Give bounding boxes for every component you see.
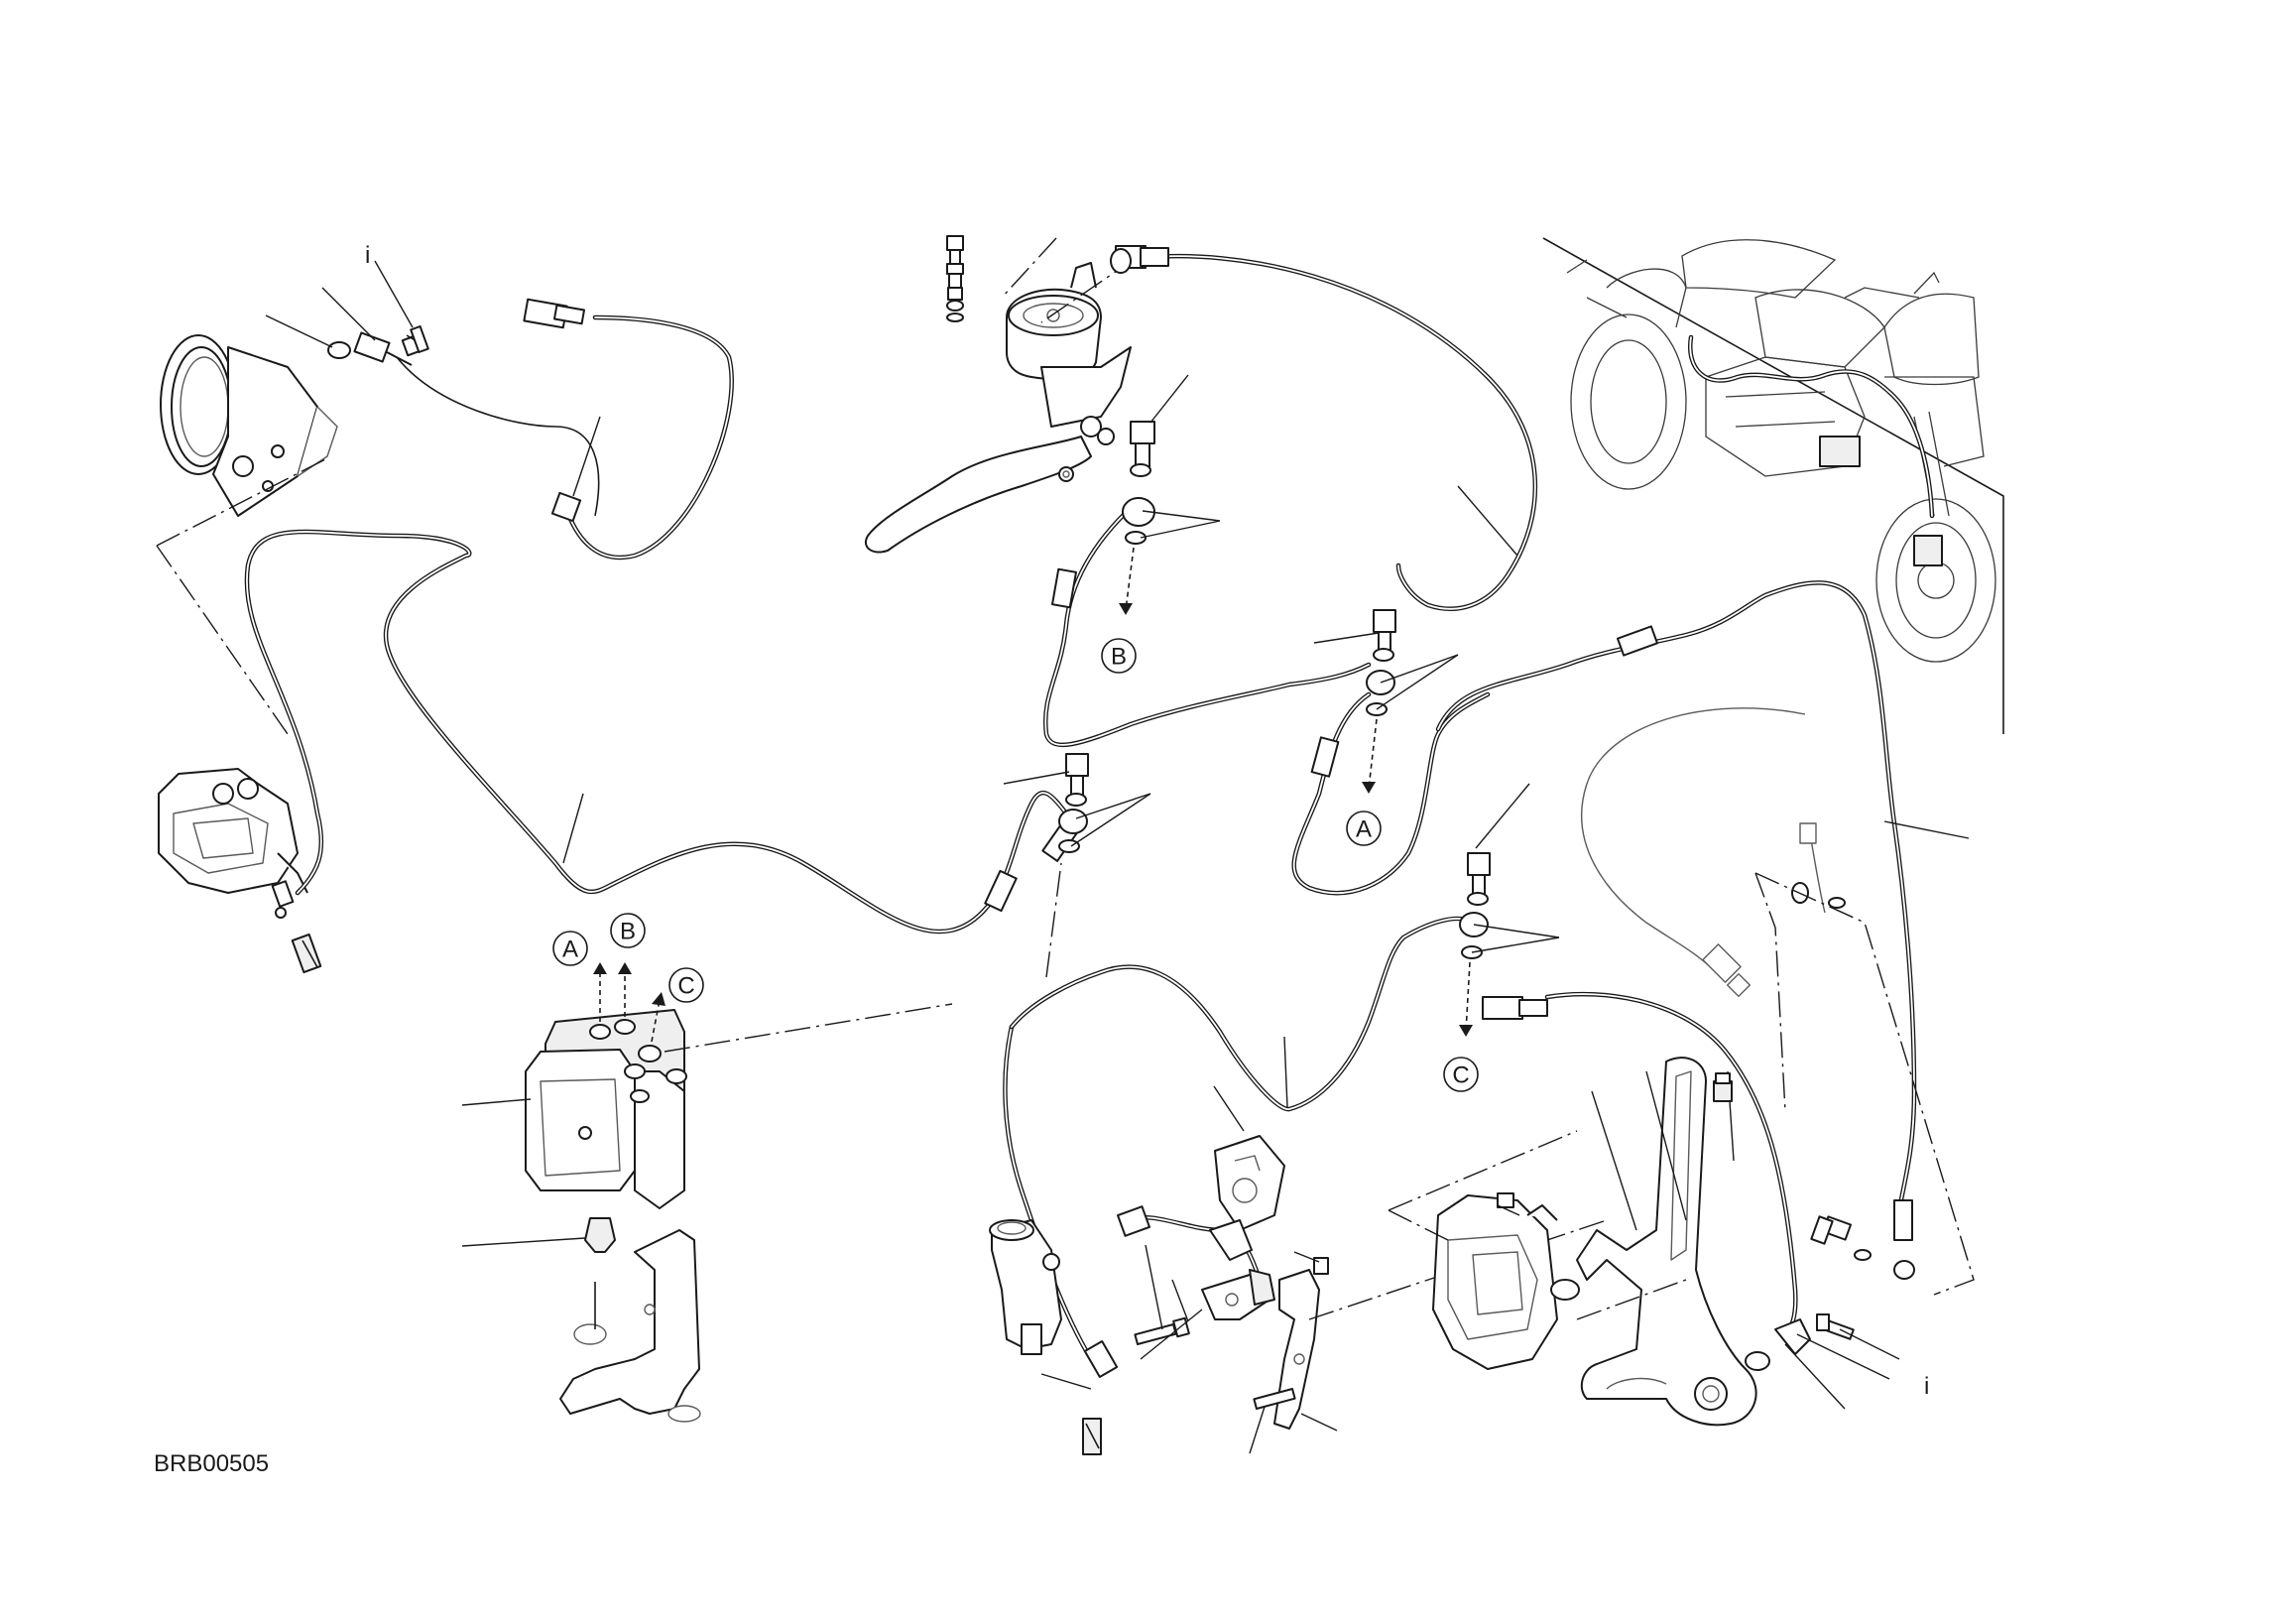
front-upper-brake-hose [1110,245,1538,611]
rear-brake-caliper [158,768,322,974]
motorcycle-reference-image [1542,237,2004,734]
rear-tone-ring-assembly [160,325,429,517]
rear-hose-bracket-assembly [1117,1205,1608,1454]
abs-control-unit [461,1009,687,1253]
front-fork-bottom [1576,1057,1757,1427]
callout-b-front: B [1101,638,1137,674]
front-sensor-and-connector: i [1482,991,1929,1410]
callout-b-abs: B [610,913,646,948]
callout-b-front-label: B [1111,644,1127,671]
front-hose-a-loop [1291,691,1491,896]
front-right-brake-hose [1435,580,1970,1241]
callout-a-abs-label: A [562,936,578,963]
rear-wheel-speed-sensor-cable [396,298,734,561]
abs-port-arrows [593,862,1062,1053]
callout-a-abs: A [552,931,588,966]
callout-b-abs-label: B [620,919,636,945]
rear-caliper-frame [156,457,328,735]
front-brake-master-cylinder [865,235,1137,554]
front-wheel-speed-sensor-cable [1581,707,1826,998]
front-brake-hose-to-abs [1042,374,1372,748]
front-brake-caliper [1432,1192,1580,1370]
ref-label-tick-2: i [1924,1373,1929,1400]
front-caliper-frame [1388,1130,1687,1320]
banjo-fitting-middle [1003,753,1151,853]
drawing-reference-code: BRB00505 [154,1450,269,1477]
callout-c-abs-label: C [677,973,694,1000]
rear-master-cylinder [989,916,1476,1455]
banjo-fitting-front-junction [1313,609,1459,794]
abs-mounting-bracket [559,1229,701,1423]
hose-clamp-block [1213,1085,1285,1231]
callout-c-rear: C [1443,1057,1479,1092]
leader-lines-top-left: i [265,242,414,348]
callout-c-abs: C [668,967,704,1003]
callout-a-mid: A [1346,811,1382,846]
ref-label-tick: i [365,242,370,269]
banjo-fitting-rear-c [1459,783,1560,1037]
banjo-fitting-front-caliper [1754,872,1975,1296]
rear-brake-hose [244,529,1079,935]
callout-c-rear-label: C [1452,1062,1469,1089]
callout-a-mid-label: A [1356,816,1372,843]
